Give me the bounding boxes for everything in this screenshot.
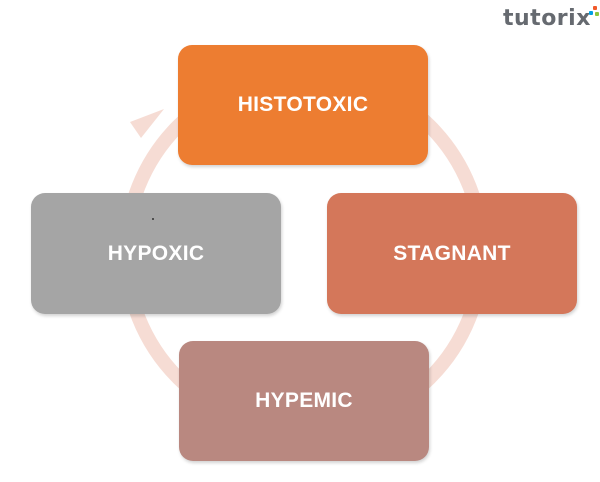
logo-text: tutorix bbox=[503, 6, 591, 31]
node-histotoxic: HISTOTOXIC bbox=[178, 45, 428, 165]
node-stagnant: STAGNANT bbox=[327, 193, 577, 314]
node-label: HYPOXIC bbox=[107, 241, 205, 265]
speck bbox=[152, 218, 154, 220]
node-label: HYPEMIC bbox=[255, 389, 353, 412]
cycle-arrowhead-icon bbox=[130, 109, 164, 138]
node-label: STAGNANT bbox=[393, 241, 511, 265]
logo-dots-icon bbox=[588, 6, 599, 20]
tutorix-logo: tutorix bbox=[503, 6, 599, 31]
node-label: HISTOTOXIC bbox=[237, 93, 369, 116]
node-hypoxic: HYPOXIC bbox=[31, 193, 281, 314]
node-hypemic: HYPEMIC bbox=[179, 341, 429, 461]
